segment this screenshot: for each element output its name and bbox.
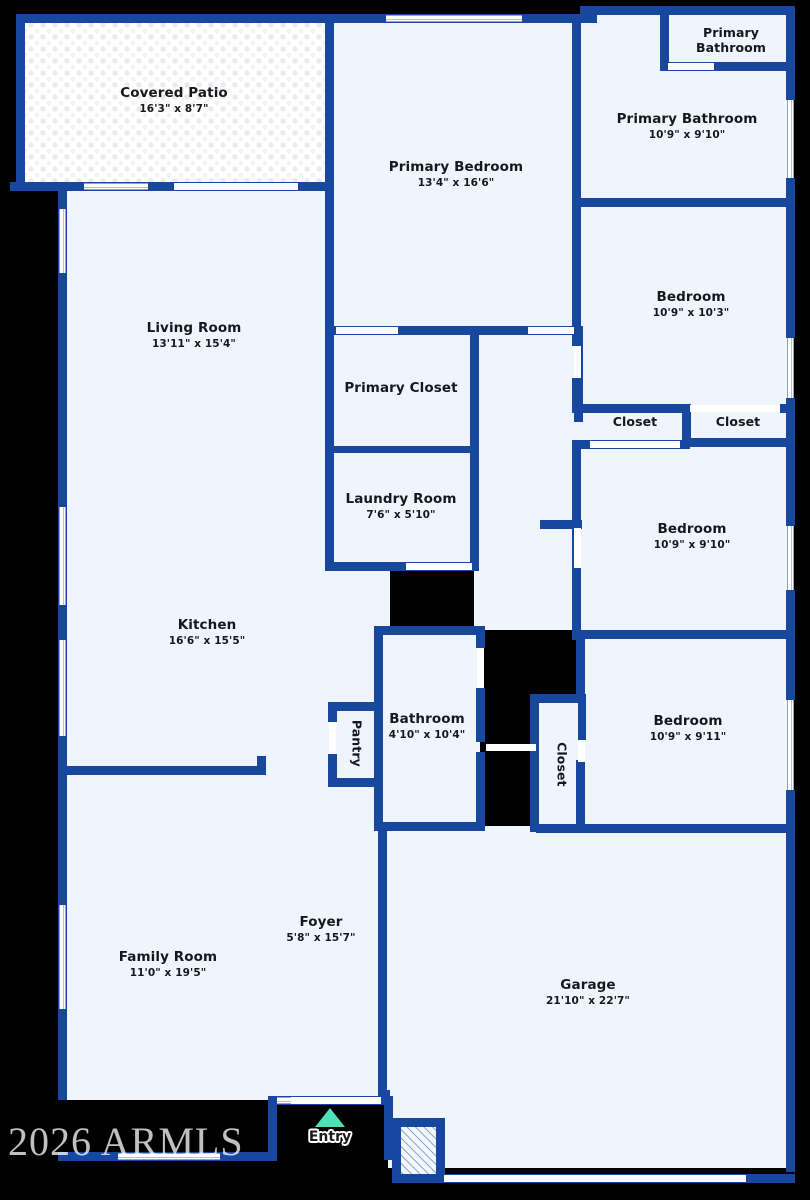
wall-exterior-right-1 (786, 6, 795, 100)
up-triangle-icon (315, 1108, 345, 1127)
wall-closets-top-right (780, 404, 795, 413)
room-floor-primary-closet (328, 330, 478, 450)
wall-b4-closet-left (530, 694, 539, 832)
wall-bathroom-left (374, 626, 383, 830)
entry-marker: Entry (284, 1108, 376, 1145)
wall-water-closet-bottom (660, 62, 795, 71)
wall-kitchen-partition (60, 766, 266, 775)
wall-bathroom-right-c (476, 752, 485, 830)
doorway-primary-water-closet (668, 63, 714, 70)
wall-primary-bathroom-bottom (580, 198, 795, 207)
window-living-left-2 (59, 507, 66, 605)
window-patio-slider (84, 183, 148, 190)
window-entry-sidelight (277, 1097, 291, 1104)
wall-pantry-bottom (328, 778, 382, 787)
doorway-closet-left (590, 441, 680, 448)
wall-bedroom-2-left (572, 198, 581, 346)
wall-garage-utility-right (436, 1118, 445, 1182)
wall-bedroom-4-left (576, 630, 585, 696)
wall-closets-top (572, 404, 690, 413)
room-floor-garage (388, 830, 794, 1168)
window-kitchen-left (59, 640, 66, 736)
window-family-room-bottom (118, 1153, 220, 1160)
room-floor-bedroom-3 (580, 444, 794, 636)
window-bedroom-3-right (787, 526, 794, 590)
wall-bedroom-4-bottom (536, 824, 795, 833)
wall-patio-left (16, 14, 25, 190)
entry-label: Entry (308, 1129, 352, 1145)
wall-b4-closet-top (530, 694, 586, 703)
room-floor-garage-utility (400, 1124, 438, 1180)
wall-closet-right-bottom (682, 438, 795, 447)
room-floor-covered-patio (16, 22, 332, 188)
wall-exterior-right-2 (786, 178, 795, 338)
wall-exterior-right-5 (786, 790, 795, 1172)
window-family-left (59, 905, 66, 1009)
wall-entry-alcove-right (384, 1096, 393, 1160)
wall-kitchen-partition-stub (257, 756, 266, 775)
doorway-bathroom (477, 648, 484, 688)
window-bedroom-2-right (787, 338, 794, 398)
room-floor-bathroom (378, 628, 480, 830)
wall-hall-stub-right (540, 520, 582, 529)
wall-water-closet-left (660, 14, 669, 70)
wall-patio-bottom (10, 182, 334, 191)
wall-foyer-garage-divider (382, 1090, 390, 1100)
window-primary-bathroom-right (787, 100, 794, 178)
wall-primary-bedroom-right (572, 14, 581, 206)
wall-primary-bedroom-left (325, 14, 334, 334)
room-floor-primary-bathroom (580, 14, 794, 206)
wall-bathroom-bottom (374, 822, 485, 831)
window-bedroom-4-right (787, 700, 794, 790)
wall-bedroom-3-bottom (572, 630, 795, 639)
room-floor-hall-right (474, 330, 586, 630)
wall-exterior-right-3 (786, 398, 795, 526)
doorway-patio-to-living (174, 183, 298, 190)
wall-foyer-right (378, 830, 387, 1098)
wall-laundry-bottom (325, 562, 479, 571)
doorway-primary-closet-top (336, 327, 398, 334)
window-living-left-1 (59, 209, 66, 273)
garage-door (444, 1175, 746, 1182)
doorway-bedroom-3 (574, 528, 581, 568)
doorway-bedroom-2 (574, 346, 581, 378)
room-floor-bedroom-2 (580, 200, 794, 412)
doorway-pantry (329, 722, 336, 754)
wall-bathroom-top (374, 626, 484, 635)
doorway-closet-right (690, 405, 780, 412)
doorway-laundry-room (406, 563, 472, 570)
doorway-bedroom-4 (578, 740, 585, 762)
wall-closet-divider (682, 404, 691, 446)
room-floor-bedroom-4 (580, 632, 794, 832)
doorway-primary-bedroom-hall (528, 327, 574, 334)
wall-hall-top (400, 326, 580, 335)
room-floor-pantry (332, 706, 380, 786)
wall-entry-alcove-left (268, 1096, 277, 1160)
wall-primary-closet-bottom (325, 446, 479, 453)
window-primary-bedroom-top (386, 15, 522, 22)
wall-bathroom-right-a (476, 626, 485, 648)
wall-b4-closet-right-a (578, 694, 586, 740)
wall-bedroom-4-left-b (576, 760, 585, 832)
wall-patio-top (16, 14, 334, 23)
wall-garage-utility-top (392, 1118, 444, 1127)
door-entry (289, 1097, 381, 1104)
room-floor-primary-bedroom (332, 14, 580, 334)
wall-top-exterior-right (580, 6, 795, 15)
wall-pantry-left-b (328, 754, 337, 786)
room-floor-laundry-room (328, 450, 478, 568)
wall-bathroom-right-b (476, 688, 485, 742)
wall-pantry-left-a (328, 702, 337, 722)
wall-exterior-right-4 (786, 590, 795, 700)
wall-garage-bottom-left-step (392, 1118, 401, 1182)
doorway-bedroom-4-closet (486, 744, 536, 751)
wall-pantry-top (328, 702, 382, 711)
